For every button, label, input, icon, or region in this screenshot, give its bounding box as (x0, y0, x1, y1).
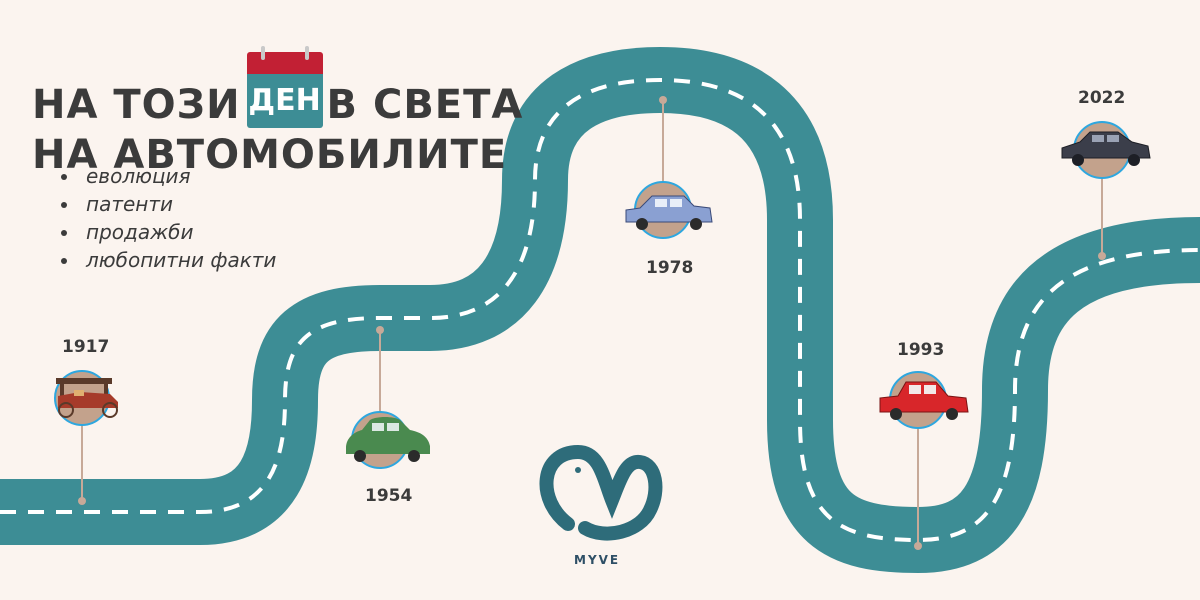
title-line-1: НА ТОЗИ ДЕН В СВЕТА (32, 46, 524, 130)
road-lane-markings (0, 77, 1200, 543)
calendar-ring-right (304, 46, 309, 60)
year-label-1954: 1954 (365, 486, 413, 506)
topic-item: продажби (80, 218, 276, 246)
badge-1917 (54, 370, 118, 426)
pin-dot-2022 (1098, 252, 1106, 260)
blue-sedan-icon (625, 195, 713, 230)
pin-dot-1978 (659, 96, 667, 104)
pin-dot-1993 (914, 542, 922, 550)
pin-dot-1954 (376, 326, 384, 334)
topics-list: еволюция патенти продажби любопитни факт… (60, 162, 276, 274)
myve-logo-mark (539, 444, 663, 541)
title-line-2: НА АВТОМОБИЛИТЕ (32, 132, 508, 178)
red-sedan-icon (879, 381, 969, 420)
topic-item: любопитни факти (80, 246, 276, 274)
pin-dot-1917 (78, 497, 86, 505)
title-before: НА ТОЗИ (32, 82, 241, 128)
calendar-ring-left (260, 46, 265, 60)
antique-car-icon (56, 378, 118, 418)
year-label-1978: 1978 (646, 258, 694, 278)
calendar-word: ДЕН (246, 74, 323, 128)
road (0, 47, 1200, 573)
dark-modern-car-icon (1061, 131, 1151, 166)
title-after: В СВЕТА (326, 82, 524, 128)
brand-name: MYVE (574, 553, 621, 567)
calendar-top (246, 52, 323, 74)
badge-2022 (1061, 121, 1151, 179)
topic-item: патенти (80, 190, 276, 218)
year-label-2022: 2022 (1078, 88, 1126, 108)
badge-1978 (625, 181, 713, 239)
year-label-1917: 1917 (62, 337, 110, 357)
page-title: НА ТОЗИ ДЕН В СВЕТА НА АВТОМОБИЛИТЕ (32, 46, 524, 180)
green-sedan-icon (346, 417, 430, 462)
pin-dots (78, 96, 1106, 550)
badge-1993 (879, 371, 969, 429)
year-label-1993: 1993 (897, 340, 945, 360)
badge-1954 (346, 411, 430, 469)
calendar-icon: ДЕН (246, 46, 323, 130)
topic-item: еволюция (80, 162, 276, 190)
timeline-pins (81, 102, 1103, 545)
